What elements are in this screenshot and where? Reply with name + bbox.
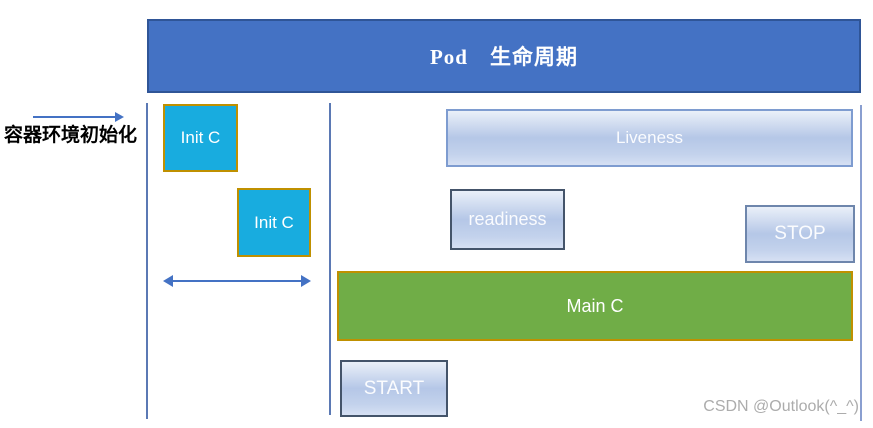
- readiness-probe-label: readiness: [468, 209, 547, 229]
- pod-lifecycle-banner: Pod 生命周期: [147, 19, 861, 93]
- init-container-1-label: Init C: [180, 128, 221, 147]
- timeline-right-line: [860, 105, 862, 421]
- right-arrowhead-icon: [115, 112, 124, 122]
- page-title: Pod 生命周期: [429, 45, 578, 69]
- right-arrowhead-icon: [301, 275, 311, 287]
- start-hook-box: START: [340, 360, 448, 417]
- stop-hook-box: STOP: [745, 205, 855, 263]
- start-hook-label: START: [363, 377, 425, 399]
- watermark: CSDN @Outlook(^_^): [703, 398, 859, 415]
- env-init-arrow-icon: [33, 112, 124, 122]
- stop-hook-label: STOP: [774, 223, 826, 244]
- duration-arrow-shaft: [171, 280, 303, 282]
- init-phase-duration-arrow-icon: [163, 274, 311, 288]
- timeline-left-line: [146, 103, 148, 419]
- init-container-2-label: Init C: [254, 212, 294, 232]
- liveness-probe-box: Liveness: [446, 109, 853, 167]
- main-container-box: Main C: [337, 271, 853, 341]
- liveness-probe-label: Liveness: [615, 128, 684, 147]
- init-container-1-box: Init C: [163, 104, 238, 172]
- env-init-label: 容器环境初始化: [4, 125, 138, 146]
- timeline-mid-line: [329, 103, 331, 415]
- main-container-label: Main C: [566, 295, 624, 316]
- env-init-arrow-shaft: [33, 116, 116, 118]
- left-arrowhead-icon: [163, 275, 173, 287]
- init-container-2-box: Init C: [237, 188, 311, 257]
- readiness-probe-box: readiness: [450, 189, 565, 250]
